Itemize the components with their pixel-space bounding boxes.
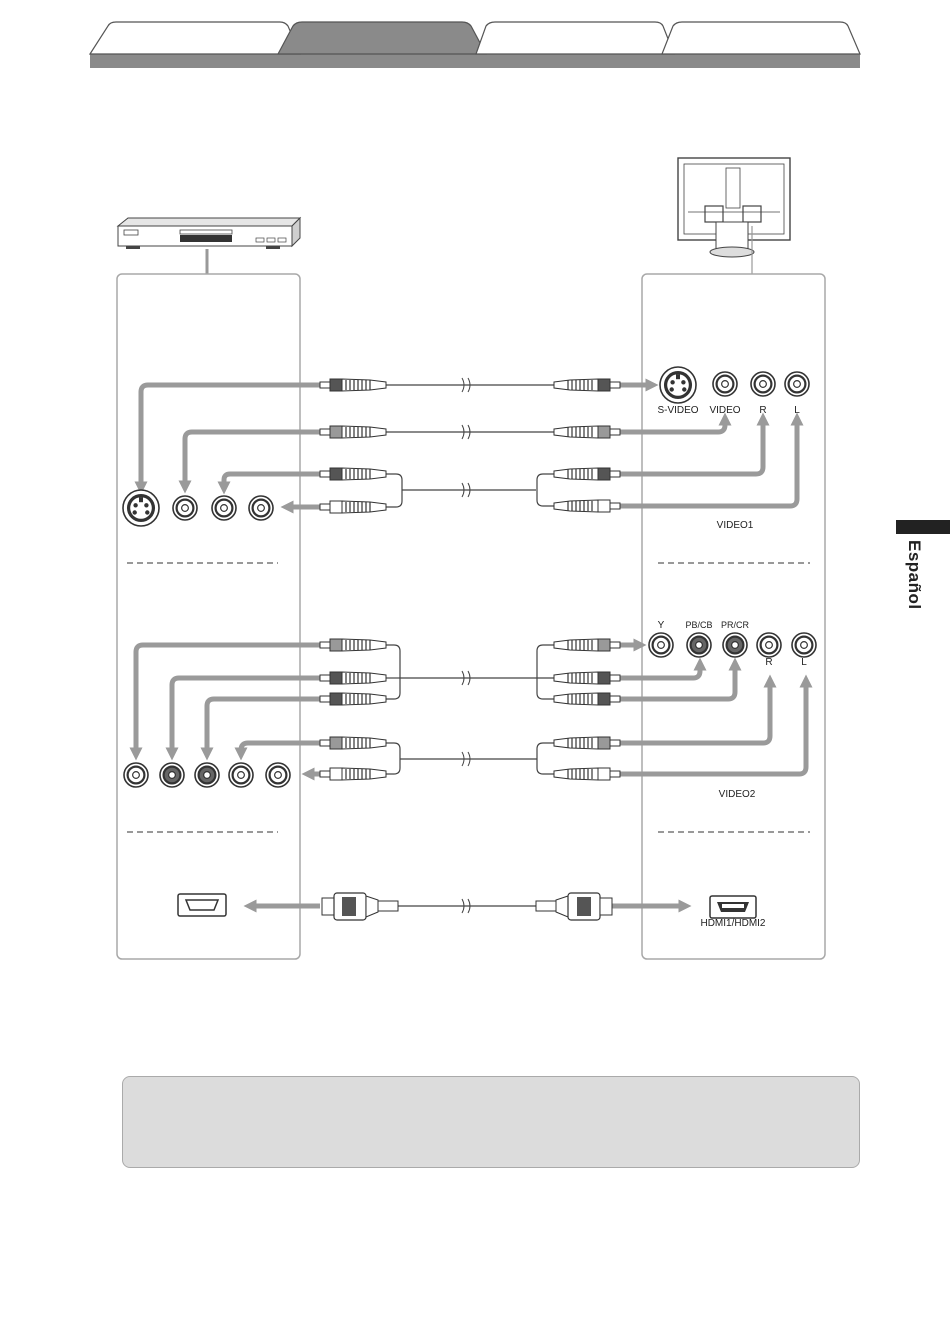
hdmi-port-monitor[interactable] bbox=[710, 896, 756, 918]
plug-audio2-r-right bbox=[554, 737, 620, 749]
player-video-jack[interactable] bbox=[173, 496, 197, 520]
monitor-y-jack[interactable] bbox=[649, 633, 673, 657]
hdmi-port-player[interactable] bbox=[178, 894, 226, 916]
hdmi-plug-right bbox=[536, 893, 612, 920]
cable-plugs bbox=[320, 379, 620, 780]
plug-audio-l-left bbox=[320, 501, 386, 513]
player-pb-jack[interactable] bbox=[160, 763, 184, 787]
label-r: R bbox=[759, 405, 766, 416]
language-tab-marker bbox=[896, 520, 950, 534]
language-label: Español bbox=[904, 540, 924, 620]
player-pr-jack[interactable] bbox=[195, 763, 219, 787]
player-audio2-r-jack[interactable] bbox=[229, 763, 253, 787]
plug-pb-right bbox=[554, 672, 620, 684]
note-box bbox=[122, 1076, 860, 1168]
label-hdmi: HDMI1/HDMI2 bbox=[700, 918, 765, 929]
player-svideo-jack[interactable] bbox=[123, 490, 159, 526]
plug-pb-left bbox=[320, 672, 386, 684]
cable-bodies bbox=[386, 385, 554, 906]
plug-audio-r-right bbox=[554, 468, 620, 480]
plug-video-left bbox=[320, 426, 386, 438]
tab-4[interactable] bbox=[662, 22, 860, 54]
monitor-audio2-l-jack[interactable] bbox=[792, 633, 816, 657]
dvd-player-icon bbox=[118, 218, 300, 274]
plug-pr-right bbox=[554, 693, 620, 705]
player-audio-r-jack[interactable] bbox=[212, 496, 236, 520]
monitor-back-icon bbox=[678, 158, 790, 274]
label-pb-cb: PB/CB bbox=[685, 620, 712, 630]
plug-audio2-l-right bbox=[554, 768, 620, 780]
monitor-svideo-jack[interactable] bbox=[660, 367, 696, 403]
player-audio2-l-jack[interactable] bbox=[266, 763, 290, 787]
monitor-pr-jack[interactable] bbox=[723, 633, 747, 657]
label-pr-cr: PR/CR bbox=[721, 620, 750, 630]
label-l2: L bbox=[801, 657, 807, 668]
plug-audio-l-right bbox=[554, 500, 620, 512]
monitor-video-jack[interactable] bbox=[713, 372, 737, 396]
plug-audio2-r-left bbox=[320, 737, 386, 749]
label-l: L bbox=[794, 405, 800, 416]
monitor-audio-r-jack[interactable] bbox=[751, 372, 775, 396]
plug-audio-r-left bbox=[320, 468, 386, 480]
label-r2: R bbox=[765, 657, 772, 668]
tab-2-active[interactable] bbox=[278, 22, 486, 54]
label-video2: VIDEO2 bbox=[719, 789, 756, 800]
plug-svideo-right bbox=[554, 379, 620, 391]
monitor-pb-jack[interactable] bbox=[687, 633, 711, 657]
label-y: Y bbox=[658, 620, 665, 631]
player-audio-l-jack[interactable] bbox=[249, 496, 273, 520]
label-video1: VIDEO1 bbox=[717, 520, 754, 531]
label-video: VIDEO bbox=[709, 405, 740, 416]
monitor-audio2-r-jack[interactable] bbox=[757, 633, 781, 657]
player-output-panel bbox=[117, 274, 300, 959]
plug-pr-left bbox=[320, 693, 386, 705]
cable-break-marks bbox=[462, 378, 470, 913]
tab-1[interactable] bbox=[90, 22, 300, 54]
label-s-video: S-VIDEO bbox=[657, 405, 698, 416]
top-tab-bar bbox=[90, 22, 860, 68]
plug-audio2-l-left bbox=[320, 768, 386, 780]
hdmi-plug-left bbox=[322, 893, 398, 920]
player-y-jack[interactable] bbox=[124, 763, 148, 787]
tab-3[interactable] bbox=[476, 22, 674, 54]
monitor-audio-l-jack[interactable] bbox=[785, 372, 809, 396]
plug-video-right bbox=[554, 426, 620, 438]
plug-svideo-left bbox=[320, 379, 386, 391]
plug-y-left bbox=[320, 639, 386, 651]
plug-y-right bbox=[554, 639, 620, 651]
